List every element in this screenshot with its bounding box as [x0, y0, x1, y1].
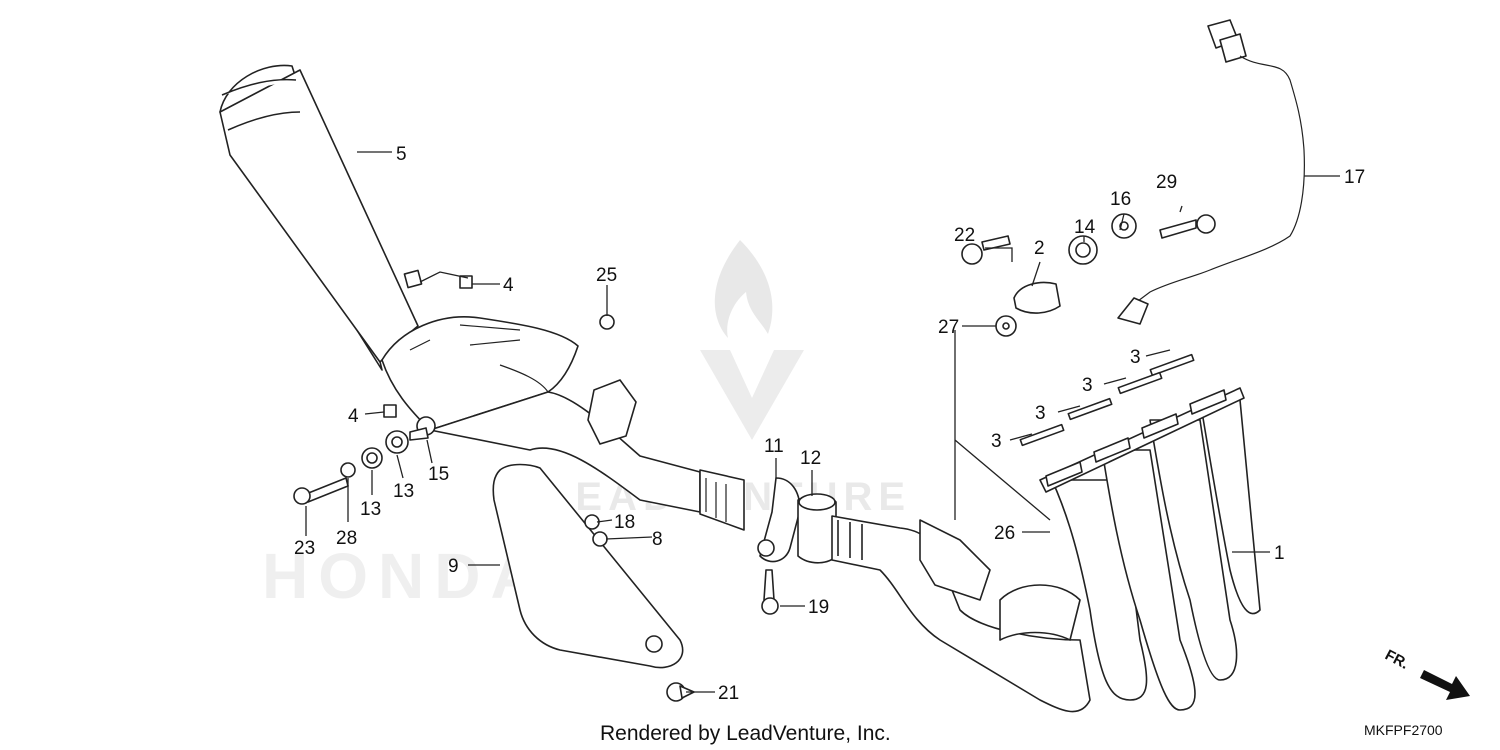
watermark-flame-logo	[714, 240, 773, 338]
callout-19: 19	[808, 597, 829, 618]
exhaust-header	[831, 387, 1261, 713]
diagram-code: MKFPF2700	[1364, 722, 1443, 738]
callout-14: 14	[1074, 217, 1096, 238]
callout-3d: 3	[991, 431, 1002, 452]
callout-3a: 3	[1130, 347, 1141, 368]
callout-21: 21	[718, 683, 739, 704]
joint-clamp-set	[757, 477, 837, 615]
front-direction-arrow-icon	[1420, 670, 1470, 700]
callout-22: 22	[954, 225, 975, 246]
callout-23: 23	[294, 538, 315, 559]
callout-2: 2	[1034, 238, 1045, 259]
callout-27: 27	[938, 317, 959, 338]
callout-labels: 1 2 3 3 3 3 4 4 5 8 9 11 12 13 13 14 15 …	[294, 144, 1365, 704]
callout-11: 11	[764, 436, 784, 457]
render-credit: Rendered by LeadVenture, Inc.	[600, 722, 891, 745]
callout-12: 12	[800, 448, 821, 469]
callout-25: 25	[596, 265, 617, 286]
leader-lines	[305, 151, 1340, 693]
callout-4a: 4	[503, 275, 514, 296]
callout-8: 8	[652, 529, 663, 550]
callout-13b: 13	[393, 481, 414, 502]
oxygen-sensor	[1117, 19, 1305, 325]
callout-5: 5	[396, 144, 407, 165]
left-hardware	[293, 269, 695, 702]
callout-1: 1	[1274, 543, 1285, 564]
watermark-make-text: HONDA	[262, 540, 547, 612]
front-direction-label: FR.	[1382, 647, 1411, 673]
front-direction-marker: FR.	[1382, 647, 1470, 700]
header-gaskets	[1019, 353, 1195, 447]
callout-3b: 3	[1082, 375, 1093, 396]
callout-4b: 4	[348, 406, 359, 427]
callout-9: 9	[448, 556, 459, 577]
watermark-v-logo	[700, 350, 804, 440]
callout-13a: 13	[360, 499, 381, 520]
callout-29: 29	[1156, 172, 1177, 193]
callout-28: 28	[336, 528, 357, 549]
callout-3c: 3	[1035, 403, 1046, 424]
callout-26: 26	[994, 523, 1015, 544]
callout-17: 17	[1344, 167, 1365, 188]
callout-18: 18	[614, 512, 635, 533]
muffler	[219, 64, 745, 531]
callout-16: 16	[1110, 189, 1131, 210]
heat-protector	[492, 463, 684, 669]
callout-15: 15	[428, 464, 449, 485]
